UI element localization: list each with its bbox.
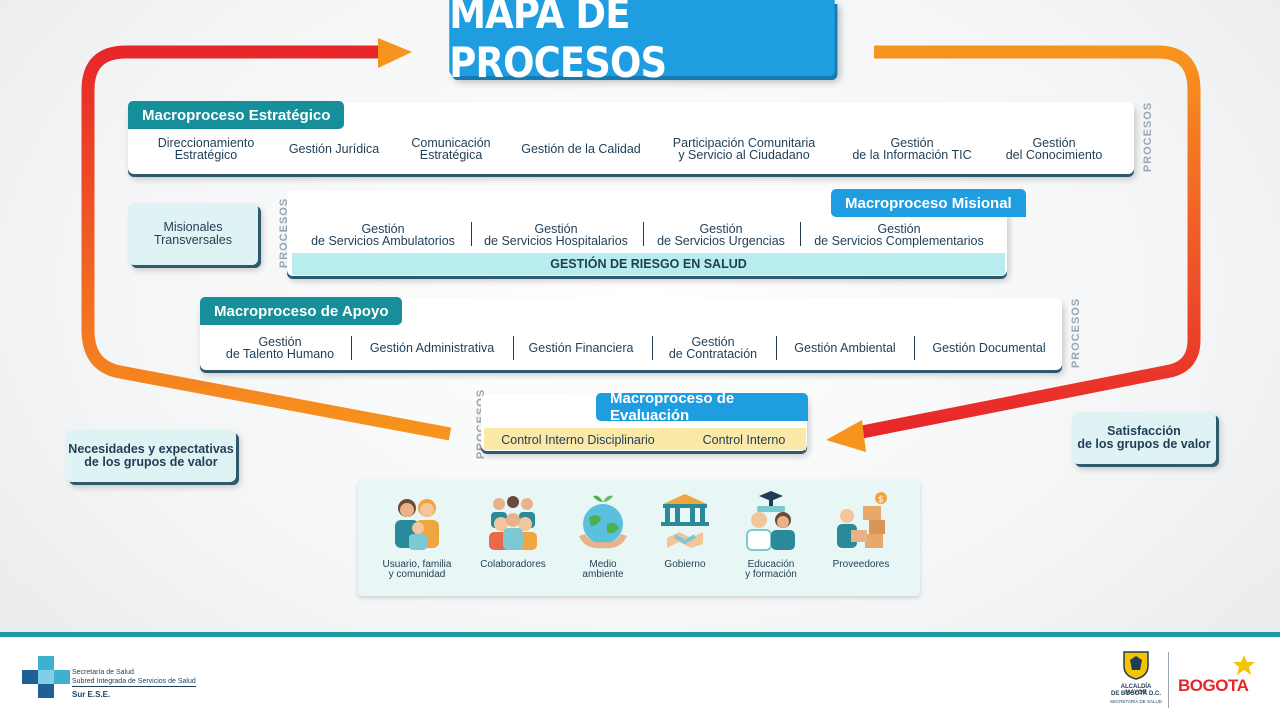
- necesidades-box: Necesidades y expectativas de los grupos…: [66, 430, 236, 482]
- misional-separator: [643, 222, 644, 246]
- family-icon: [395, 499, 439, 550]
- grupo-label: Medio ambiente: [582, 559, 624, 580]
- grupo-gobierno: Gobierno: [640, 490, 730, 570]
- bogota-star-icon: [1233, 655, 1255, 675]
- subred-logo-icon: [22, 656, 70, 698]
- apoyo-item: Gestión Documental: [932, 341, 1046, 355]
- grupo-label: Colaboradores: [480, 559, 546, 570]
- grupo-proveedores: $ Proveedores: [816, 490, 906, 570]
- grupo-usuario: Usuario, familia y comunidad: [372, 490, 462, 580]
- apoyo-item: Gestión Ambiental: [794, 341, 896, 355]
- misional-tab: Macroproceso Misional: [831, 189, 1026, 217]
- left-cycle-arrow: [81, 45, 452, 441]
- right-cycle-arrow: [850, 45, 1201, 441]
- right-arrowhead: [826, 420, 866, 452]
- misional-item: Gestión de Servicios Complementarios: [814, 222, 984, 248]
- grupo-label: Educación y formación: [745, 559, 797, 580]
- grupo-colaboradores: Colaboradores: [468, 490, 558, 570]
- alcaldia-line3: SECRETARÍA DE SALUD: [1110, 699, 1162, 704]
- estrategico-item: Gestión del Conocimiento: [1005, 136, 1103, 162]
- misional-item: Gestión de Servicios Hospitalarios: [484, 222, 628, 248]
- estrategico-item: Gestión Jurídica: [288, 142, 380, 156]
- supplier-boxes-icon: $: [837, 492, 887, 548]
- evaluacion-item: Control Interno Disciplinario: [501, 433, 655, 447]
- apoyo-separator: [914, 336, 915, 360]
- grupo-label: Usuario, familia y comunidad: [382, 559, 452, 580]
- page-title: MAPA DE PROCESOS: [449, 0, 835, 87]
- apoyo-item: Gestión de Contratación: [668, 335, 758, 361]
- estrategico-item: Participación Comunitaria y Servicio al …: [672, 136, 816, 162]
- apoyo-item: Gestión Financiera: [528, 341, 634, 355]
- subred-org-line1: Secretaría de Salud: [72, 669, 134, 676]
- estrategico-item: Direccionamiento Estratégico: [157, 136, 255, 162]
- apoyo-item: Gestión de Talento Humano: [225, 335, 335, 361]
- graduation-icon: [746, 491, 795, 551]
- estrategico-item: Gestión de la Calidad: [521, 142, 641, 156]
- estrategico-tab: Macroproceso Estratégico: [128, 101, 345, 129]
- grupo-educacion: Educación y formación: [726, 490, 816, 580]
- apoyo-vertical-label: PROCESOS: [1070, 297, 1083, 369]
- subred-org-line3: Sur E.S.E.: [72, 690, 111, 699]
- apoyo-separator: [652, 336, 653, 360]
- estrategico-item: Comunicación Estratégica: [411, 136, 491, 162]
- misional-item: Gestión de Servicios Ambulatorios: [311, 222, 455, 248]
- grupo-label: Proveedores: [832, 559, 890, 570]
- apoyo-separator: [513, 336, 514, 360]
- left-arrowhead: [378, 38, 412, 68]
- grupo-label: Gobierno: [664, 559, 706, 570]
- misionales-transversales-box: Misionales Transversales: [128, 203, 258, 265]
- apoyo-item: Gestión Administrativa: [369, 341, 495, 355]
- alcaldia-line1: ALCALDÍA MAYOR: [1120, 684, 1152, 696]
- satisfaccion-box: Satisfacción de los grupos de valor: [1072, 412, 1216, 464]
- apoyo-separator: [776, 336, 777, 360]
- misional-separator: [471, 222, 472, 246]
- svg-text:$: $: [878, 495, 884, 505]
- estrategico-vertical-label: PROCESOS: [1142, 101, 1155, 173]
- bogota-wordmark: BOGOTA: [1178, 676, 1249, 695]
- team-icon: [489, 496, 537, 550]
- footer-band: [0, 632, 1280, 637]
- globe-plant-icon: [579, 495, 627, 549]
- footer-divider: [1168, 652, 1169, 708]
- apoyo-tab: Macroproceso de Apoyo: [200, 297, 403, 325]
- misional-item: Gestión de Servicios Urgencias: [657, 222, 785, 248]
- alcaldia-line2: DE BOGOTÁ D.C.: [1110, 691, 1161, 697]
- evaluacion-tab: Macroproceso de Evaluación: [596, 390, 808, 424]
- government-building-icon: [661, 494, 709, 548]
- riesgo-salud-bar: GESTIÓN DE RIESGO EN SALUD: [292, 253, 1005, 275]
- estrategico-item: Gestión de la Información TIC: [852, 136, 972, 162]
- evaluacion-item: Control Interno: [702, 433, 786, 447]
- evaluacion-items-bar: [484, 428, 806, 450]
- misional-separator: [800, 222, 801, 246]
- apoyo-separator: [351, 336, 352, 360]
- bogota-shield-icon: [1123, 651, 1149, 680]
- footer: [0, 637, 1280, 721]
- grupos-de-valor-panel: Usuario, familia y comunidad Colaborador…: [358, 480, 920, 596]
- grupo-medio-ambiente: Medio ambiente: [558, 490, 648, 580]
- subred-org-line2: Subred Integrada de Servicios de Salud: [72, 678, 196, 687]
